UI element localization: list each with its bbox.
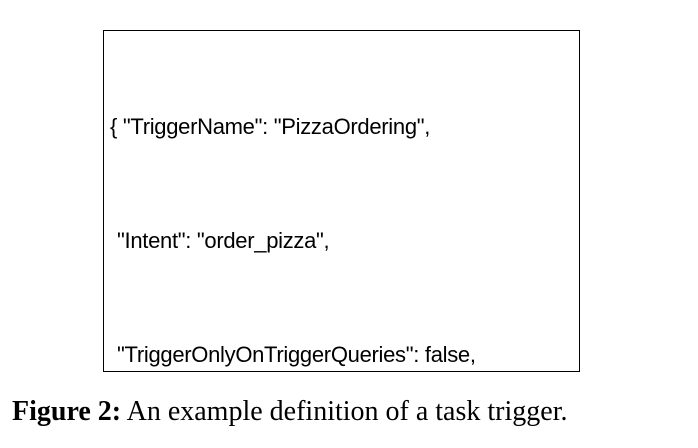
figure-caption: Figure 2: An example definition of a tas… xyxy=(12,395,692,429)
task-trigger-code-box: { "TriggerName": "PizzaOrdering", "Inten… xyxy=(103,30,580,372)
figure-caption-label: Figure 2: xyxy=(12,396,122,427)
code-line: { "TriggerName": "PizzaOrdering", xyxy=(110,114,431,139)
figure-caption-text: An example definition of a task trigger. xyxy=(121,396,568,427)
code-line: "Intent": "order_pizza", xyxy=(117,228,330,253)
code-line: "TriggerOnlyOnTriggerQueries": false, xyxy=(117,342,476,367)
